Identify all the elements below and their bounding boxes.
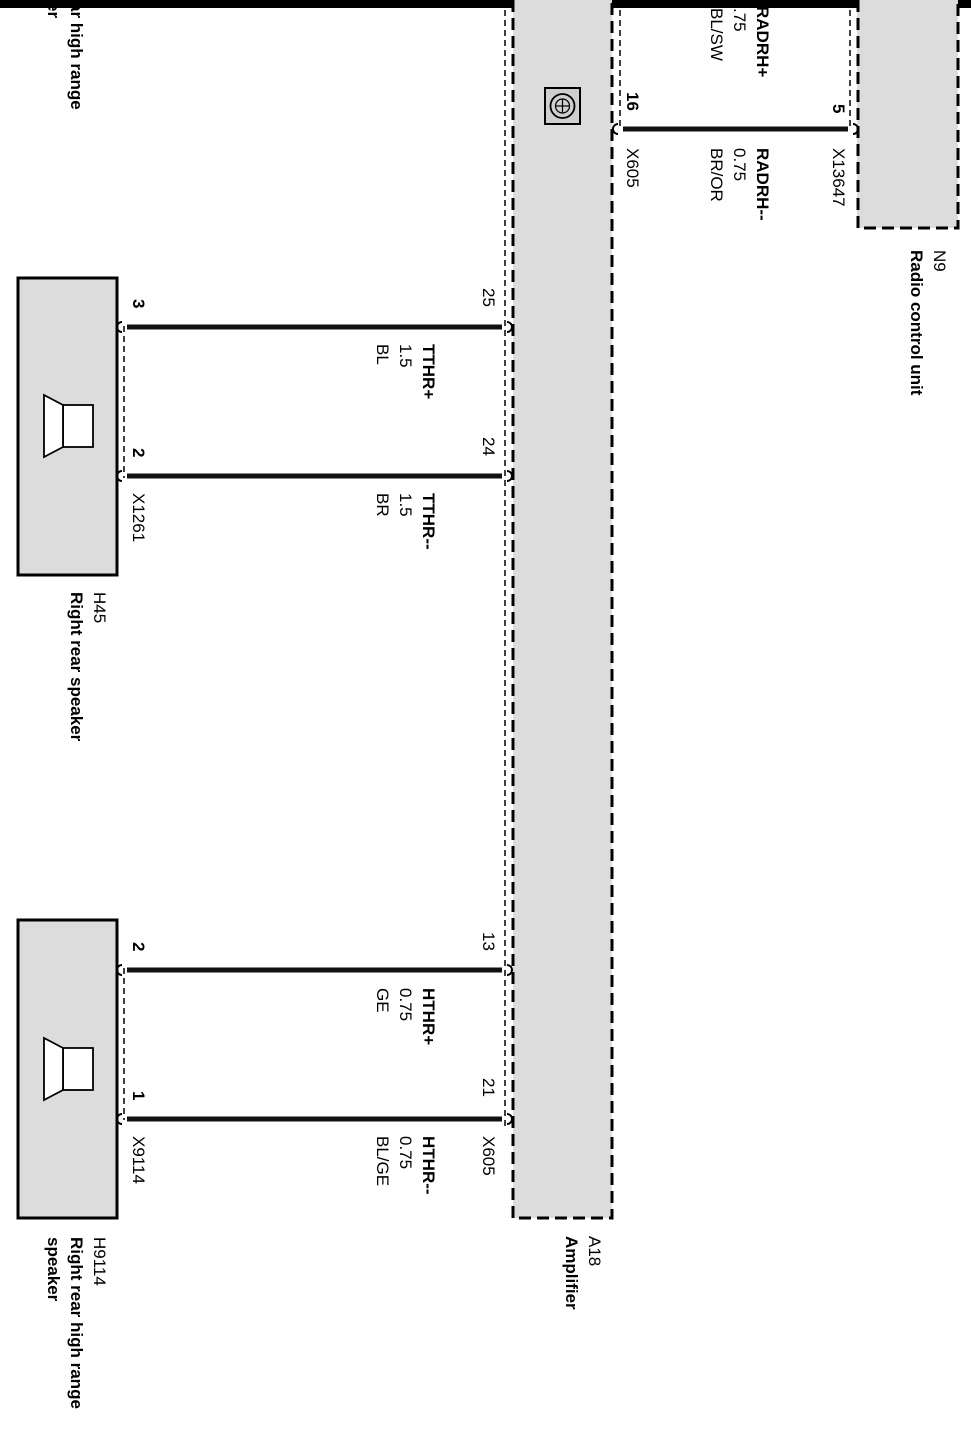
amplifier-outline [511, 0, 614, 1220]
wire-radrh-plus-gauge: .75 [730, 8, 749, 32]
wire-radrh-minus-gauge: 0.75 [730, 148, 749, 181]
pin-amp-25: 25 [479, 288, 498, 307]
speaker-h45-id-label: H45 [90, 592, 109, 623]
wire-hthr-minus-color: BL/GE [373, 1136, 392, 1186]
radio-control-unit-box [857, 0, 958, 228]
pin-amp-13: 13 [479, 932, 498, 951]
connector-x605-top-label: X605 [623, 148, 642, 188]
wire-radrh-plus-color: BL/SW [707, 8, 726, 61]
speaker-h9114-box [16, 918, 119, 1220]
bmw-roundel-icon [544, 87, 581, 125]
wire-hthr-minus-gauge: 0.75 [396, 1136, 415, 1169]
amplifier-id-label: A18 [585, 1236, 604, 1266]
pin-h45-2: 2 [129, 448, 148, 457]
speaker-h9114-name-line1: Right rear high range [67, 1237, 86, 1409]
speaker-top-cut-name-line1: ar high range [67, 2, 86, 110]
pin-amp-24: 24 [479, 437, 498, 456]
wire-tthr-plus-gauge: 1.5 [396, 344, 415, 368]
speaker-top-cut-name-line2: er [44, 2, 63, 18]
connector-x605-bottom-label: X605 [479, 1136, 498, 1176]
wire-radrh-minus-signal: RADRH-- [753, 148, 772, 221]
connector-x9114-label: X9114 [129, 1136, 148, 1184]
speaker-icon [43, 1036, 94, 1102]
wire-tthr-plus-color: BL [373, 344, 392, 365]
connector-x13647-label: X13647 [829, 148, 848, 207]
speaker-h9114-name-line2: speaker [44, 1237, 63, 1302]
connector-x1261-label: X1261 [129, 493, 148, 542]
wire-hthr-plus-signal: HTHR+ [419, 988, 438, 1045]
amplifier-name-label: Amplifier [562, 1236, 581, 1310]
wire-tthr-minus-signal: TTHR-- [419, 493, 438, 550]
wire-radrh-minus-color: BR/OR [707, 148, 726, 202]
wire-tthr-minus-gauge: 1.5 [396, 493, 415, 517]
pin-amp-16: 16 [623, 92, 642, 111]
wire-hthr-plus-gauge: 0.75 [396, 988, 415, 1021]
pin-radio-5: 5 [829, 104, 848, 113]
pin-terminals [116, 123, 859, 1125]
speaker-h45-name-label: Right rear speaker [67, 592, 86, 742]
top-border [0, 0, 971, 8]
pin-amp-21: 21 [479, 1078, 498, 1097]
radio-id-label: N9 [930, 250, 949, 272]
wire-radrh-plus-signal: RADRH+ [753, 6, 772, 77]
amplifier-box [513, 0, 612, 1218]
wire-tthr-minus-color: BR [373, 493, 392, 517]
speaker-icon [43, 393, 94, 459]
pin-h9114-2: 2 [129, 942, 148, 951]
pin-h45-3: 3 [129, 299, 148, 308]
wire-hthr-plus-color: GE [373, 988, 392, 1013]
speaker-h9114-id-label: H9114 [90, 1237, 109, 1286]
wire-hthr-minus-signal: HTHR-- [419, 1136, 438, 1195]
wire-tthr-plus-signal: TTHR+ [419, 344, 438, 399]
radio-control-unit-outline [856, 0, 960, 230]
speaker-h45-box [16, 276, 119, 577]
radio-name-label: Radio control unit [907, 250, 926, 396]
pin-h9114-1: 1 [129, 1091, 148, 1100]
